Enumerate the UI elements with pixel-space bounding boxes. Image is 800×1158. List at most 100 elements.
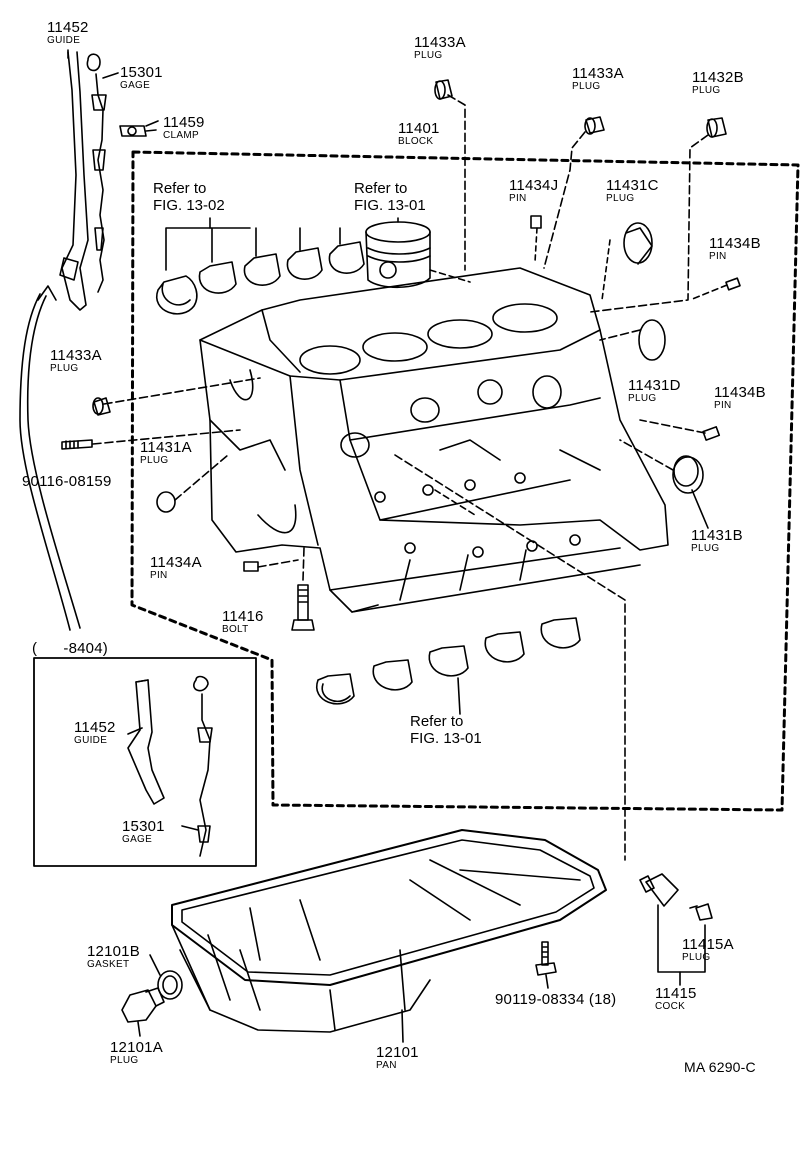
part-number: 11459	[163, 114, 205, 131]
label-15301-gage-inset[interactable]: 15301 GAGE	[122, 819, 165, 845]
refer-note-fig-13-01-bottom: Refer to FIG. 13-01	[410, 713, 482, 747]
part-name: PLUG	[691, 543, 720, 554]
label-11431A-plug[interactable]: 11431A PLUG	[140, 440, 192, 466]
plug-11433A-left-drawing	[92, 397, 111, 416]
part-name: PLUG	[110, 1055, 139, 1066]
part-name: CLAMP	[163, 130, 199, 141]
part-name: PAN	[376, 1060, 397, 1071]
label-11401-block[interactable]: 11401 BLOCK	[398, 121, 440, 147]
bolt-11416-drawing	[291, 584, 315, 631]
part-number: 11452	[47, 19, 89, 36]
part-name: PIN	[714, 400, 732, 411]
plug-11433A-mid-drawing	[584, 116, 605, 135]
part-number: 11401	[398, 120, 440, 137]
part-number: 11433A	[414, 34, 466, 51]
label-11432B-plug[interactable]: 11432B PLUG	[692, 70, 744, 96]
label-11433A-plug-left[interactable]: 11433A PLUG	[50, 348, 102, 374]
refer-line2: FIG. 13-02	[153, 196, 225, 214]
inset-box	[33, 657, 257, 867]
part-name: PLUG	[692, 85, 721, 96]
plug-11431B-drawing	[672, 455, 704, 494]
label-12101B-gasket[interactable]: 12101B GASKET	[87, 944, 140, 970]
label-11434A-pin[interactable]: 11434A PIN	[150, 555, 202, 581]
part-number: 11415A	[682, 936, 734, 953]
label-11452-guide[interactable]: 11452 GUIDE	[47, 20, 89, 46]
plug-11432B-drawing	[706, 117, 727, 138]
part-name: PLUG	[628, 393, 657, 404]
cock-11415-drawing	[639, 873, 679, 907]
label-12101-pan[interactable]: 12101 PAN	[376, 1045, 419, 1071]
part-number: 11434B	[709, 235, 761, 252]
part-number: 11434A	[150, 554, 202, 571]
part-number: 11416	[222, 608, 264, 625]
piston-drawing	[365, 221, 431, 289]
part-number: 11431D	[628, 377, 681, 394]
bearings-top-drawing	[155, 241, 365, 315]
inset-arrow	[26, 295, 81, 629]
label-11452-guide-inset[interactable]: 11452 GUIDE	[74, 720, 116, 746]
label-11433A-plug-top[interactable]: 11433A PLUG	[414, 35, 466, 61]
part-number: 11452	[74, 719, 116, 736]
stud-90116-drawing	[61, 439, 93, 450]
part-name: GAGE	[120, 80, 151, 91]
refer-line1: Refer to	[153, 180, 207, 197]
figure-code: MA 6290-C	[684, 1059, 756, 1075]
label-11431D-plug[interactable]: 11431D PLUG	[628, 378, 681, 404]
label-11415A-plug[interactable]: 11415A PLUG	[682, 937, 734, 963]
part-name: GUIDE	[47, 35, 81, 46]
label-11433A-plug-mid[interactable]: 11433A PLUG	[572, 66, 624, 92]
label-11431C-plug[interactable]: 11431C PLUG	[606, 178, 659, 204]
pin-11434J-drawing	[530, 215, 542, 229]
part-number: 11432B	[692, 69, 744, 86]
block-boundary-dashed	[130, 150, 800, 812]
refer-line2: FIG. 13-01	[410, 729, 482, 747]
plug-11415A-drawing	[689, 903, 713, 921]
label-11431B-plug[interactable]: 11431B PLUG	[691, 528, 743, 554]
refer-line1: Refer to	[410, 713, 464, 730]
part-name: PIN	[509, 193, 527, 204]
part-name: PLUG	[606, 193, 635, 204]
part-number: 12101	[376, 1044, 419, 1061]
gage-drawing	[86, 53, 107, 293]
plug-11433A-top-drawing	[434, 79, 453, 100]
label-90119-08334[interactable]: 90119-08334 (18)	[495, 992, 616, 1007]
label-12101A-plug[interactable]: 12101A PLUG	[110, 1040, 163, 1066]
plug-12101A-drawing	[121, 987, 165, 1023]
part-number: 11433A	[572, 65, 624, 82]
label-11459-clamp[interactable]: 11459 CLAMP	[163, 115, 205, 141]
label-11434B-pin-top[interactable]: 11434B PIN	[709, 236, 761, 262]
part-name: GASKET	[87, 959, 130, 970]
pin-11434A-drawing	[243, 561, 259, 572]
bolt-90119-drawing	[535, 941, 557, 976]
label-11434B-pin-mid[interactable]: 11434B PIN	[714, 385, 766, 411]
guide-tube-drawing	[59, 51, 89, 311]
part-number: 12101A	[110, 1039, 163, 1056]
gasket-12101B-drawing	[157, 970, 183, 1000]
cylinder-block-drawing	[199, 267, 669, 613]
label-11415-cock[interactable]: 11415 COCK	[655, 986, 697, 1012]
bearings-bottom-drawing	[315, 617, 581, 705]
refer-note-fig-13-01-top: Refer to FIG. 13-01	[354, 180, 426, 214]
part-name: GAGE	[122, 834, 153, 845]
part-number: 11431A	[140, 439, 192, 456]
part-name: PLUG	[50, 363, 79, 374]
top-cropped-text: ~~~~~~~~	[215, 0, 287, 6]
label-11416-bolt[interactable]: 11416 BOLT	[222, 609, 264, 635]
label-15301-gage[interactable]: 15301 GAGE	[120, 65, 163, 91]
part-number: 11431B	[691, 527, 743, 544]
part-number: 11433A	[50, 347, 102, 364]
part-name: PLUG	[414, 50, 443, 61]
part-number: 11415	[655, 985, 697, 1002]
inset-guide-drawing	[127, 679, 165, 805]
refer-line2: FIG. 13-01	[354, 196, 426, 214]
part-number: 90119-08334 (18)	[495, 991, 617, 1008]
part-name: GUIDE	[74, 735, 108, 746]
part-name: PLUG	[140, 455, 169, 466]
plug-11431D-drawing	[638, 319, 666, 361]
clamp-drawing	[119, 125, 157, 137]
label-90116-08159[interactable]: 90116-08159	[22, 474, 112, 489]
label-11434J-pin[interactable]: 11434J PIN	[509, 178, 558, 204]
part-number: 15301	[122, 818, 165, 835]
part-name: PIN	[709, 251, 727, 262]
